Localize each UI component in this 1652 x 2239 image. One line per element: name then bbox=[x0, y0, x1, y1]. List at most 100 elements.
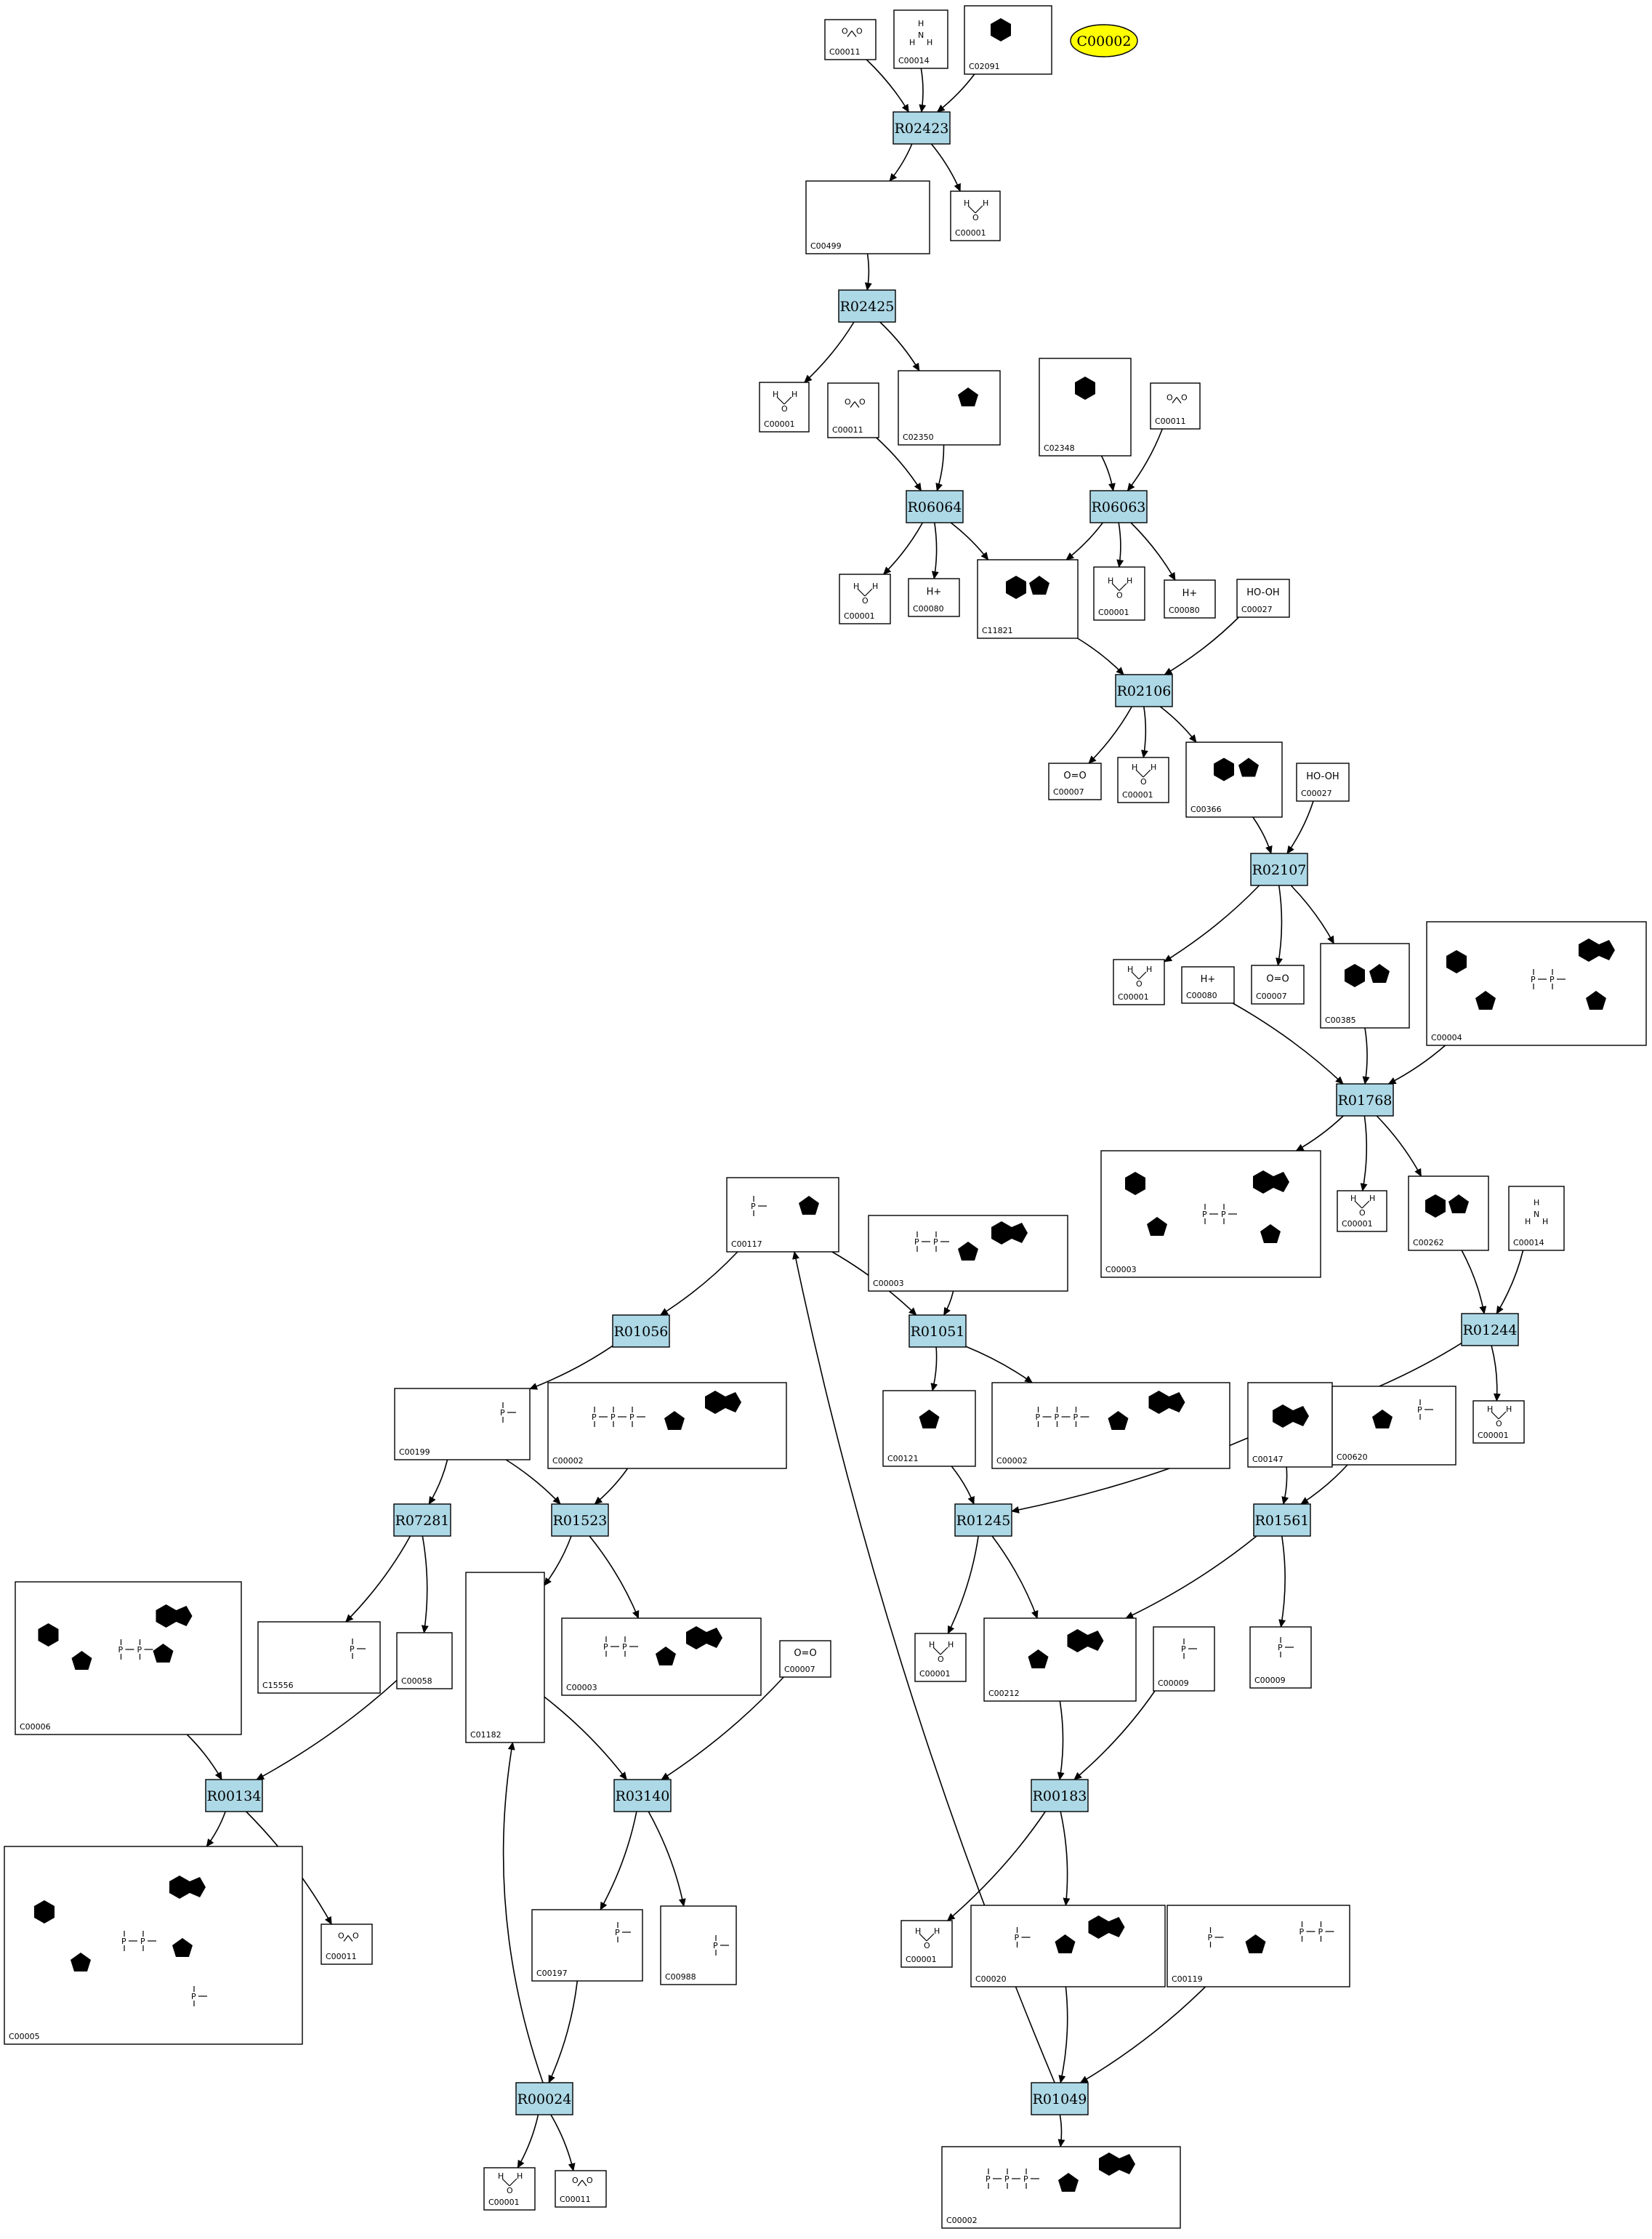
edge-R00183-c53 bbox=[946, 1811, 1046, 1921]
reaction-r00024[interactable]: R00024 bbox=[515, 2082, 573, 2115]
reaction-r02425[interactable]: R02425 bbox=[838, 289, 896, 323]
reaction-r01049[interactable]: R01049 bbox=[1031, 2082, 1089, 2115]
compound-c00385[interactable]: C00385 bbox=[1320, 943, 1410, 1029]
compound-id: C00020 bbox=[975, 1974, 1007, 1984]
compound-c00212[interactable]: C00212 bbox=[983, 1617, 1137, 1702]
edge-R01245-c45 bbox=[947, 1535, 979, 1634]
edge-c55-R01049 bbox=[1079, 1986, 1206, 2083]
reaction-r01244[interactable]: R01244 bbox=[1461, 1313, 1519, 1346]
reaction-r06064[interactable]: R06064 bbox=[906, 490, 964, 523]
compound-c00262[interactable]: C00262 bbox=[1408, 1175, 1489, 1251]
compound-c00366[interactable]: C00366 bbox=[1185, 741, 1283, 818]
compound-id: C00080 bbox=[1186, 991, 1217, 1000]
compound-c00499[interactable]: C00499 bbox=[805, 180, 930, 254]
compound-id: C00006 bbox=[20, 1722, 51, 1732]
compound-c00058[interactable]: C00058 bbox=[396, 1632, 453, 1689]
compound-c02350[interactable]: C02350 bbox=[898, 370, 1001, 446]
reaction-r02107[interactable]: R02107 bbox=[1250, 853, 1308, 886]
structure-drawing: P bbox=[350, 1639, 366, 1659]
compound-box bbox=[1247, 1382, 1333, 1468]
reaction-r01768[interactable]: R01768 bbox=[1336, 1083, 1394, 1117]
compound-c00147[interactable]: C00147 bbox=[1247, 1382, 1333, 1468]
compound-id: C00001 bbox=[1118, 992, 1149, 1002]
svg-text:H: H bbox=[929, 1640, 935, 1649]
reaction-r03140[interactable]: R03140 bbox=[613, 1779, 672, 1812]
compound-c01182[interactable]: C01182 bbox=[465, 1572, 545, 1743]
reaction-r01056[interactable]: R01056 bbox=[612, 1314, 670, 1348]
svg-text:O: O bbox=[938, 1655, 944, 1664]
reaction-r01051[interactable]: R01051 bbox=[908, 1314, 967, 1348]
reaction-r00183[interactable]: R00183 bbox=[1031, 1779, 1089, 1812]
reaction-r02423[interactable]: R02423 bbox=[893, 111, 951, 145]
edge-R01768-c26 bbox=[1295, 1115, 1344, 1151]
reaction-r01245[interactable]: R01245 bbox=[954, 1503, 1012, 1537]
highlight-node[interactable]: C00002 bbox=[1070, 24, 1138, 57]
compound-c02348[interactable]: C02348 bbox=[1039, 358, 1132, 457]
reaction-r01561[interactable]: R01561 bbox=[1253, 1503, 1311, 1537]
edge-c30-R01056 bbox=[659, 1251, 738, 1316]
reaction-r01523[interactable]: R01523 bbox=[551, 1503, 609, 1537]
compound-c00121[interactable]: C00121 bbox=[882, 1390, 976, 1467]
svg-text:O: O bbox=[1359, 1208, 1366, 1218]
compound-box bbox=[483, 2167, 536, 2211]
structure-drawing: HOH bbox=[929, 1640, 954, 1664]
reaction-r06063[interactable]: R06063 bbox=[1089, 490, 1148, 523]
compound-box bbox=[555, 2170, 607, 2208]
reaction-r07281[interactable]: R07281 bbox=[393, 1503, 451, 1537]
reaction-r00134[interactable]: R00134 bbox=[205, 1779, 263, 1812]
reaction-r02106[interactable]: R02106 bbox=[1115, 674, 1173, 707]
compound-c00080[interactable]: H+C00080 bbox=[1164, 579, 1216, 619]
edge-R02106-c17 bbox=[1088, 706, 1132, 764]
compound-c11821[interactable]: C11821 bbox=[977, 559, 1079, 639]
compound-c00080[interactable]: H+C00080 bbox=[908, 578, 960, 617]
svg-text:P: P bbox=[1004, 2174, 1010, 2184]
compound-c02091[interactable]: C02091 bbox=[964, 5, 1052, 75]
compound-id: C00007 bbox=[784, 1665, 815, 1674]
compound-id: C00014 bbox=[1513, 1238, 1544, 1247]
compound-c00080[interactable]: H+C00080 bbox=[1181, 966, 1235, 1004]
